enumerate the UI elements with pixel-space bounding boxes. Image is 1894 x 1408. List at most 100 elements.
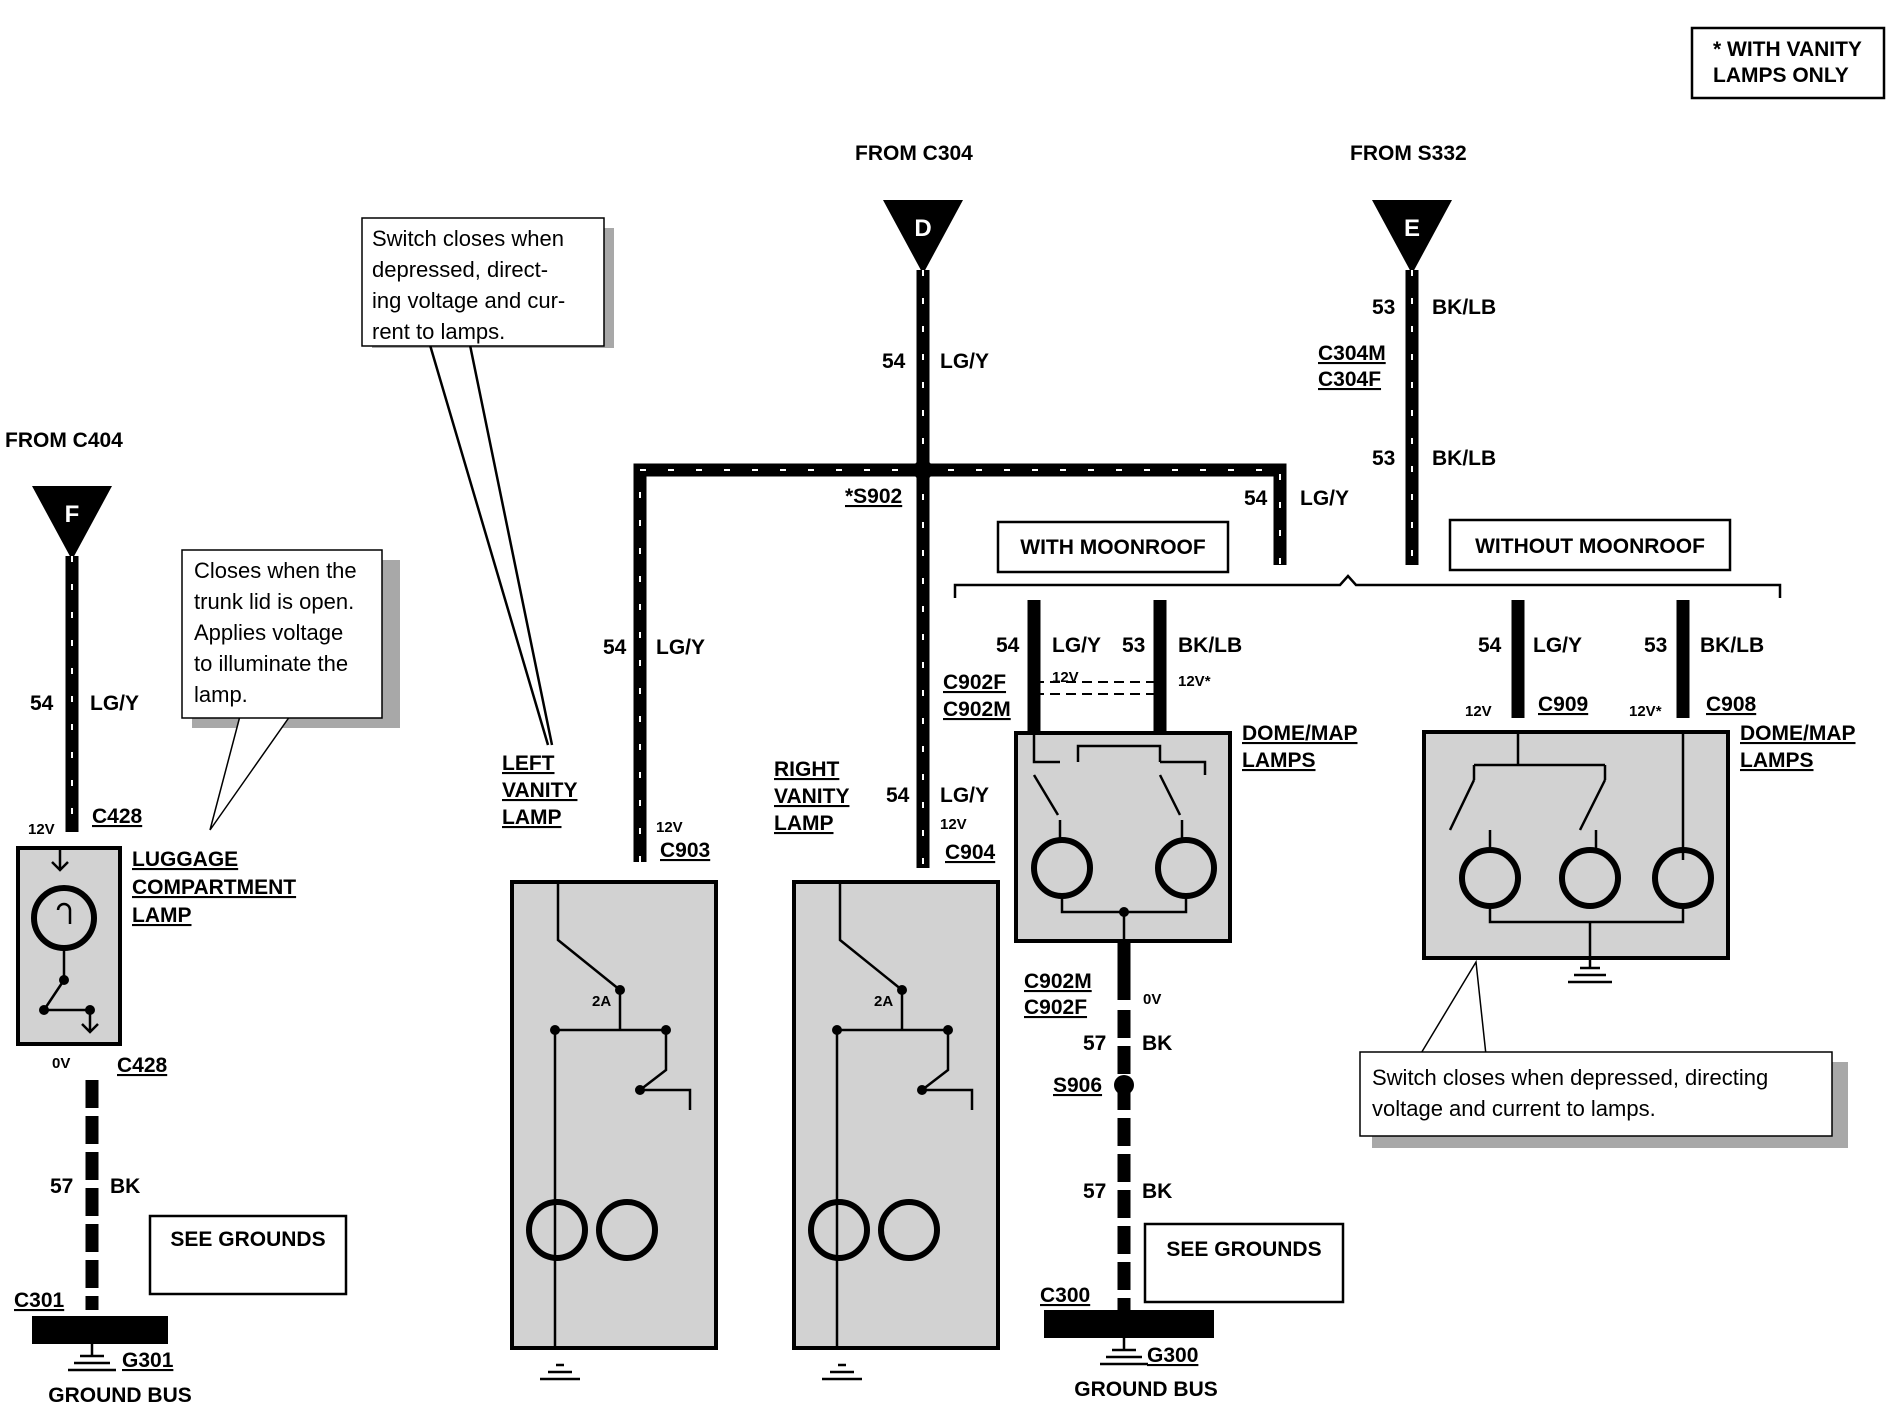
luggage-label-2: COMPARTMENT <box>132 876 296 899</box>
dome-nm-label-2: LAMPS <box>1740 749 1814 772</box>
conn-c909: C909 <box>1538 693 1588 716</box>
conn-c902m-bottom: C902M <box>1024 970 1092 993</box>
label-57-dome1: 57 <box>1083 1032 1106 1055</box>
trunk-note-5: lamp. <box>194 682 248 707</box>
see-grounds-left-label: SEE GROUNDS <box>170 1228 325 1251</box>
label-bk-dome1: BK <box>1142 1032 1172 1055</box>
dome-lamps-moonroof-module <box>1014 681 1232 943</box>
wires <box>65 270 1690 1310</box>
dome-bulb-b-icon <box>1559 847 1621 909</box>
dome-lamps-no-moonroof-module <box>1422 730 1730 984</box>
volt-m53: 12V* <box>1178 673 1211 690</box>
ground-bus-right-label: GROUND BUS <box>1074 1378 1218 1401</box>
luggage-label-1: LUGGAGE <box>132 848 238 871</box>
left-vanity-lamp-module: 2A <box>510 880 718 1381</box>
volt-c909: 12V <box>1465 703 1492 720</box>
dome-nm-label-1: DOME/MAP <box>1740 722 1856 745</box>
label-bklb-e1: BK/LB <box>1432 296 1496 319</box>
splice-s906 <box>1114 1075 1134 1095</box>
conn-c301: C301 <box>14 1289 65 1312</box>
label-54-f: 54 <box>30 692 54 715</box>
conn-c304f: C304F <box>1318 368 1381 391</box>
vanity-bulb-left-icon <box>526 1199 588 1261</box>
voltage-labels: 12V 0V 12V 12V 12V 12V* 0V 12V 12V* <box>28 669 1662 1072</box>
volt-0v-dome: 0V <box>1143 991 1161 1008</box>
luggage-lamp-module <box>16 846 122 1046</box>
label-bklb-m: BK/LB <box>1178 634 1242 657</box>
source-d-triangle-icon <box>883 200 963 274</box>
trunk-note-4: to illuminate the <box>194 651 348 676</box>
vanity-bulb-right-icon <box>878 1199 940 1261</box>
label-lgy-right: LG/Y <box>940 784 989 807</box>
splice-s902-label: *S902 <box>845 485 902 508</box>
conn-c428-bottom: C428 <box>117 1054 168 1077</box>
right-vanity-label-1: RIGHT <box>774 758 840 781</box>
dome-note-1: Switch closes when depressed, directing <box>1372 1065 1768 1090</box>
without-moonroof-box: WITHOUT MOONROOF <box>1448 518 1732 572</box>
label-54-branch: 54 <box>1244 487 1268 510</box>
conn-c304m: C304M <box>1318 342 1386 365</box>
source-e-triangle-icon <box>1372 200 1452 274</box>
label-lgy-f: LG/Y <box>90 692 139 715</box>
conn-c902m-top: C902M <box>943 698 1011 721</box>
label-bk-dome2: BK <box>1142 1180 1172 1203</box>
volt-m54: 12V <box>1052 669 1079 686</box>
ground-left-icon <box>68 1344 116 1372</box>
with-moonroof-label: WITH MOONROOF <box>1020 536 1206 559</box>
left-fuse-2a: 2A <box>592 993 611 1010</box>
label-lgy-left: LG/Y <box>656 636 705 659</box>
label-53-nm: 53 <box>1644 634 1667 657</box>
right-vanity-label: RIGHT VANITY LAMP <box>774 758 849 835</box>
trunk-note-1: Closes when the <box>194 558 357 583</box>
dome-moonroof-label: DOME/MAP LAMPS <box>1242 722 1358 772</box>
vanity-switch-note: Switch closes when depressed, direct- in… <box>361 217 614 746</box>
conn-c908: C908 <box>1706 693 1757 716</box>
volt-0v-lug: 0V <box>52 1055 70 1072</box>
luggage-label-3: LAMP <box>132 904 192 927</box>
conn-c902f-top: C902F <box>943 671 1006 694</box>
source-e-letter: E <box>1404 215 1420 242</box>
legend: * WITH VANITY LAMPS ONLY <box>1690 26 1886 100</box>
legend-line-2: LAMPS ONLY <box>1713 64 1849 87</box>
source-f-letter: F <box>65 501 80 528</box>
see-grounds-right: SEE GROUNDS <box>1143 1222 1345 1304</box>
left-vanity-label-3: LAMP <box>502 806 562 829</box>
label-53-e1: 53 <box>1372 296 1395 319</box>
right-fuse-2a: 2A <box>874 993 893 1010</box>
volt-c904: 12V <box>940 816 967 833</box>
vanity-note-4: rent to lamps. <box>372 319 505 344</box>
vanity-note-3: ing voltage and cur- <box>372 288 565 313</box>
with-moonroof-box: WITH MOONROOF <box>996 520 1230 574</box>
right-vanity-label-3: LAMP <box>774 812 834 835</box>
right-vanity-lamp-module: 2A <box>792 880 1000 1381</box>
volt-c428: 12V <box>28 821 55 838</box>
splice-s906-label: S906 <box>1053 1074 1102 1097</box>
label-bklb-e2: BK/LB <box>1432 447 1496 470</box>
dome-note-2: voltage and current to lamps. <box>1372 1096 1656 1121</box>
dome-no-moonroof-label: DOME/MAP LAMPS <box>1740 722 1856 772</box>
wire-labels: 54 LG/Y 53 BK/LB 53 BK/LB 54 LG/Y 54 LG/… <box>30 296 1764 1203</box>
vanity-bulb-right-icon <box>596 1199 658 1261</box>
label-lgy-branch: LG/Y <box>1300 487 1349 510</box>
ground-bus-right: GROUND BUS <box>1044 1310 1218 1401</box>
see-grounds-left: SEE GROUNDS <box>148 1214 348 1296</box>
label-57-lug: 57 <box>50 1175 73 1198</box>
volt-c908: 12V* <box>1629 703 1662 720</box>
see-grounds-right-label: SEE GROUNDS <box>1166 1238 1321 1261</box>
label-lgy-m: LG/Y <box>1052 634 1101 657</box>
option-bracket <box>953 574 1782 598</box>
conn-c428-top: C428 <box>92 805 143 828</box>
label-54-left: 54 <box>603 636 627 659</box>
trunk-note-3: Applies voltage <box>194 620 343 645</box>
dome-switch-note: Switch closes when depressed, directing … <box>1359 959 1848 1148</box>
left-vanity-label-1: LEFT <box>502 752 555 775</box>
label-bk-lug: BK <box>110 1175 140 1198</box>
vanity-bulb-left-icon <box>808 1199 870 1261</box>
source-e: FROM S332 E <box>1350 142 1467 274</box>
trunk-note-2: trunk lid is open. <box>194 589 354 614</box>
conn-c300: C300 <box>1040 1284 1090 1307</box>
conn-c902f-bottom: C902F <box>1024 996 1087 1019</box>
label-54-nm: 54 <box>1478 634 1502 657</box>
left-vanity-label-2: VANITY <box>502 779 577 802</box>
label-54-right: 54 <box>886 784 910 807</box>
